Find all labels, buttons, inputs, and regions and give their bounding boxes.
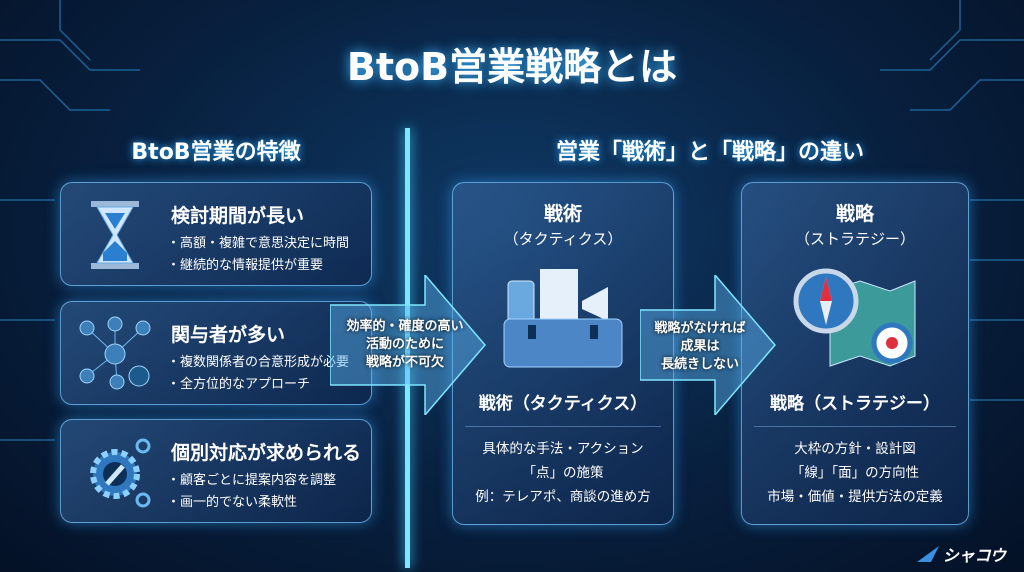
arrow-2-line: 成果は [680,339,720,354]
tactics-detail: 例：テレアポ、商談の進め方 [475,489,651,505]
feature-card: 検討期間が長い ・高額・複雑で意思決定に時間・継続的な情報提供が重要 [60,182,372,286]
page-title: BtoB営業戦略とは [346,45,678,89]
feature-point: ・継続的な情報提供が重要 [167,258,324,273]
arrow-2-line: 戦略がなければ [654,321,746,336]
left-heading: BtoB営業の特徴 [131,140,301,165]
strategy-title: 戦略 [835,203,874,225]
feature-title: 個別対応が求められる [171,442,362,464]
feature-point: ・顧客ごとに提案内容を調整 [167,473,337,488]
arrow-1-line: 戦略が不可欠 [365,355,444,370]
feature-title: 関与者が多い [171,324,286,346]
toolbox-icon [503,269,623,368]
tactics-label: 戦術（タクティクス） [478,394,648,414]
feature-card: 個別対応が求められる ・顧客ごとに提案内容を調整・画一的でない柔軟性 [60,419,372,523]
tactics-subtitle: （タクティクス） [503,230,623,248]
feature-card: 関与者が多い ・複数関係者の合意形成が必要・全方位的なアプローチ [60,301,372,405]
arrow-1-line: 活動のために [365,337,444,352]
feature-point: ・高額・複雑で意思決定に時間 [167,236,350,251]
strategy-detail: 大枠の方針・設計図 [794,441,916,457]
separator [465,426,661,427]
logo-text: シャコウ [942,546,1006,565]
compass-map-icon [793,268,916,367]
tactics-card: 戦術 （タクティクス） 戦術（タクティクス） 具体的な手法・アクション 「点」の… [452,182,674,525]
brand-logo: シャコウ [916,542,1006,566]
strategy-detail: 市場・価値・提供方法の定義 [767,489,943,505]
divider [405,128,410,568]
feature-point: ・画一的でない柔軟性 [167,495,298,510]
arrow-2-line: 長続きしない [660,357,739,372]
tactics-title: 戦術 [543,203,582,225]
feature-title: 検討期間が長い [171,205,305,227]
separator [754,426,956,427]
strategy-detail: 「線」「面」の方向性 [790,465,920,481]
strategy-label: 戦略（ストラテジー） [770,394,940,414]
strategy-subtitle: （ストラテジー） [794,230,915,248]
tactics-detail: 具体的な手法・アクション [482,441,644,457]
arrow-2 [640,275,776,415]
arrow-1-line: 効率的・確度の高い [346,319,464,334]
gear-wrench-icon [90,438,151,508]
stakeholder-network-icon [79,316,151,390]
hourglass-icon [91,201,139,269]
strategy-card: 戦略 （ストラテジー） 戦略（ストラテジー） 大枠の方針・設計図 「線」「面」の… [741,182,969,525]
arrow-1 [330,275,486,415]
logo-mark-icon [916,546,939,562]
right-heading: 営業「戦術」と「戦略」の違い [555,140,864,165]
tactics-detail: 「点」の施策 [522,465,604,481]
feature-point: ・全方位的なアプローチ [167,377,311,392]
feature-point: ・複数関係者の合意形成が必要 [167,355,350,370]
